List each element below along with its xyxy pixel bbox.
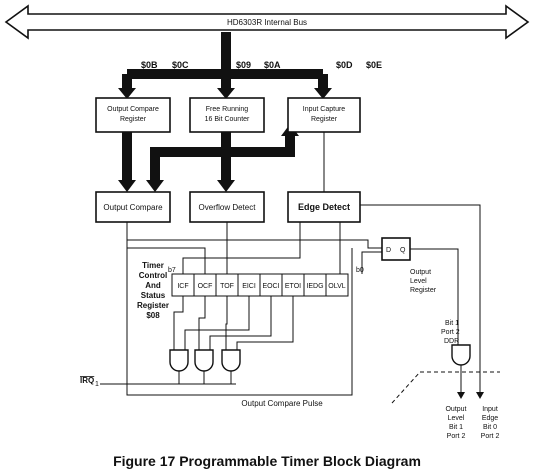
tcsr-cell-label-ocf: OCF xyxy=(198,283,213,290)
addr-icr-lo: $0E xyxy=(366,60,382,70)
output-compare-register: Output Compare Register xyxy=(95,97,171,133)
svg-text:Edge: Edge xyxy=(482,415,498,422)
tcsr-cell-label-tof: TOF xyxy=(220,283,234,290)
bus-label: HD6303R Internal Bus xyxy=(227,18,307,27)
svg-text:Input: Input xyxy=(482,406,498,413)
tcsr-b7: b7 xyxy=(168,267,176,274)
figure-caption: Figure 17 Programmable Timer Block Diagr… xyxy=(113,453,421,469)
svg-text:Output: Output xyxy=(445,406,466,413)
output-compare-block: Output Compare xyxy=(95,191,171,223)
tcsr-cell-label-eoci: EOCI xyxy=(262,283,279,290)
input-capture-register: Input Capture Register xyxy=(287,97,361,133)
tcsr-cell-label-icf: ICF xyxy=(177,283,188,290)
overflow-detect-block: Overflow Detect xyxy=(189,191,265,223)
internal-bus: HD6303R Internal Bus xyxy=(4,4,530,40)
output-and-gate xyxy=(451,344,471,366)
svg-text:Level: Level xyxy=(448,415,465,422)
and-gate-1 xyxy=(169,349,189,372)
svg-text:Control: Control xyxy=(139,271,167,280)
tcsr-cell-label-iedg: IEDG xyxy=(306,283,323,290)
tcsr-register: Timer Control And Status Register $08 b7… xyxy=(137,261,364,320)
svg-text:And: And xyxy=(145,281,161,290)
svg-text:Port 2: Port 2 xyxy=(481,433,500,440)
output-level-arrow xyxy=(457,392,465,399)
svg-text:Output Compare: Output Compare xyxy=(103,203,163,212)
and-gate-2 xyxy=(194,349,214,372)
irq-label: IRQ xyxy=(80,376,94,385)
svg-text:Output Compare: Output Compare xyxy=(107,106,159,113)
svg-text:Register: Register xyxy=(137,301,169,310)
irq-sub: 1 xyxy=(95,381,99,388)
pulse-label: Output Compare Pulse xyxy=(241,399,323,408)
data-bus-lines xyxy=(118,32,332,192)
tcsr-cell-olvl xyxy=(325,273,349,297)
ddr-label-1: Bit 1 xyxy=(445,320,459,327)
output-level-label: Output Level Bit 1 Port 2 xyxy=(445,406,466,440)
tcsr-cell-label-olvl: OLVL xyxy=(328,283,345,290)
svg-text:Status: Status xyxy=(141,291,166,300)
svg-text:Register: Register xyxy=(311,116,338,123)
addr-icr-hi: $0D xyxy=(336,60,353,70)
input-edge-arrow xyxy=(476,392,484,399)
svg-text:Output: Output xyxy=(410,269,431,276)
ff-q-label: Q xyxy=(400,247,406,254)
output-compare-pulse-line xyxy=(126,222,353,396)
svg-text:Level: Level xyxy=(410,278,427,285)
svg-text:Bit 0: Bit 0 xyxy=(483,424,497,431)
svg-text:Timer: Timer xyxy=(142,261,164,270)
svg-text:Input Capture: Input Capture xyxy=(303,106,346,113)
addr-ocr-lo: $0C xyxy=(172,60,189,70)
free-running-counter: Free Running 16 Bit Counter xyxy=(189,97,265,133)
addr-frc-hi: $09 xyxy=(236,60,251,70)
input-edge-label: Input Edge Bit 0 Port 2 xyxy=(481,406,500,440)
svg-text:Register: Register xyxy=(410,287,437,294)
svg-text:Port 2: Port 2 xyxy=(447,433,466,440)
svg-text:16 Bit Counter: 16 Bit Counter xyxy=(205,116,250,123)
svg-text:Register: Register xyxy=(120,116,147,123)
ddr-label-3: DDR xyxy=(444,338,459,345)
tcsr-b0: b0 xyxy=(356,267,364,274)
edge-detect-block: Edge Detect xyxy=(287,191,361,223)
svg-text:Bit 1: Bit 1 xyxy=(449,424,463,431)
addr-frc-lo: $0A xyxy=(264,60,281,70)
ddr-label-2: Port 2 xyxy=(441,329,460,336)
tcsr-cell-label-etoi: ETOI xyxy=(285,283,301,290)
ff-d-label: D xyxy=(386,247,391,254)
and-gate-3 xyxy=(221,349,241,372)
olr-to-and xyxy=(410,248,459,345)
svg-text:Free Running: Free Running xyxy=(206,106,249,113)
svg-text:Edge Detect: Edge Detect xyxy=(298,202,350,212)
output-level-register: D Q Output Level Register xyxy=(381,237,437,294)
svg-text:$08: $08 xyxy=(146,311,160,320)
addr-ocr-hi: $0B xyxy=(141,60,158,70)
tcsr-cells: ICF OCF TOF EICI EOCI ETOI IEDG OLVL xyxy=(171,273,349,297)
svg-text:Overflow Detect: Overflow Detect xyxy=(199,203,257,212)
tcsr-cell-label-eici: EICI xyxy=(242,283,256,290)
irq-and-gates xyxy=(169,296,294,385)
